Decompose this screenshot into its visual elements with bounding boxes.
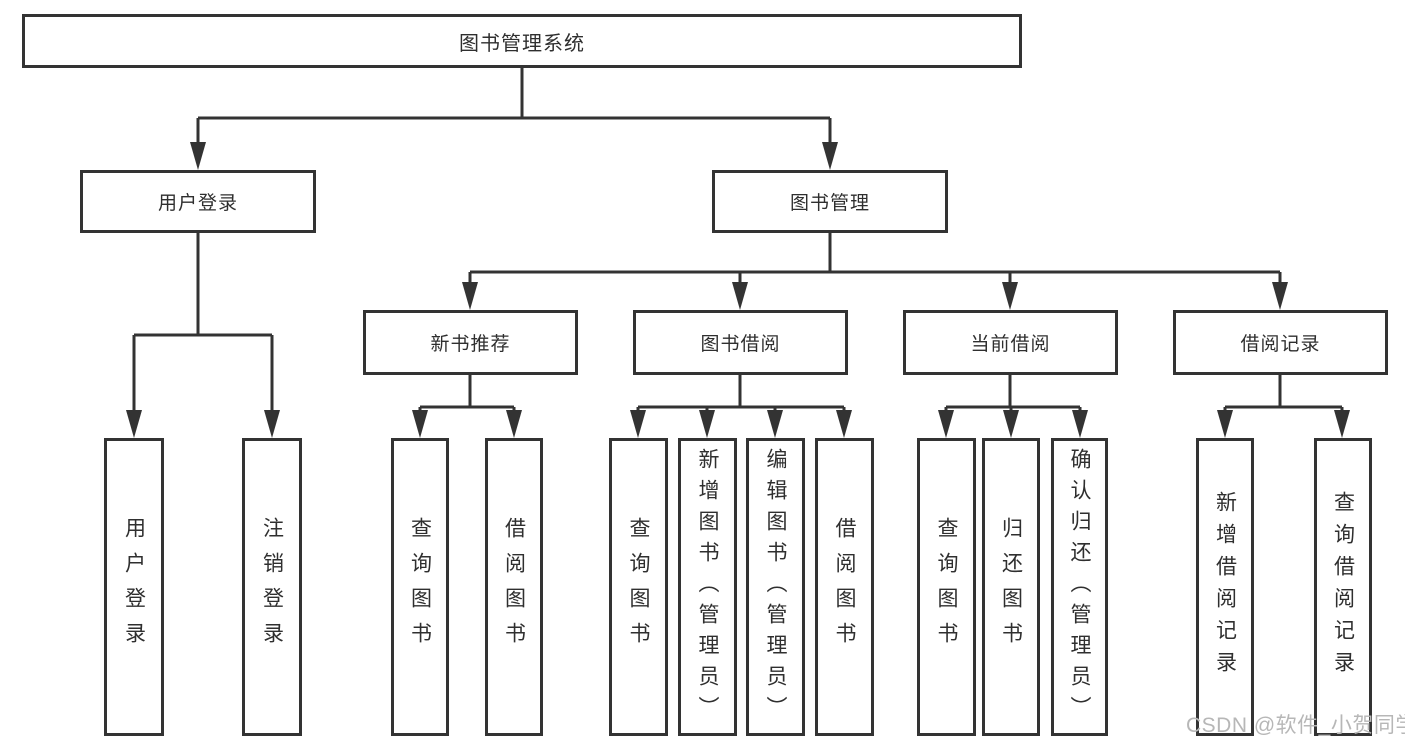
node-current-borrowing: 当前借阅 [903,310,1118,375]
leaf-query-books-recommend: 查询图书 [391,438,449,736]
leaf-query-borrow-record-label: 查询借阅记录 [1331,491,1355,683]
leaf-logout: 注销登录 [242,438,302,736]
node-new-book-recommendation-label: 新书推荐 [430,334,511,355]
leaf-add-book-admin: 新增图书（管理员） [678,438,737,736]
node-user-login: 用户登录 [80,170,316,233]
node-library-system: 图书管理系统 [22,14,1022,68]
leaf-add-borrow-record: 新增借阅记录 [1196,438,1254,736]
leaf-logout-label: 注销登录 [260,517,284,657]
leaf-query-books-borrowing-label: 查询图书 [627,517,650,657]
node-borrowing-records: 借阅记录 [1173,310,1388,375]
leaf-edit-book-admin: 编辑图书（管理员） [746,438,805,736]
leaf-return-books: 归还图书 [982,438,1040,736]
leaf-borrow-books-borrowing-label: 借阅图书 [833,517,856,657]
node-new-book-recommendation: 新书推荐 [363,310,578,375]
leaf-confirm-return-admin-label: 确认归还（管理员） [1068,447,1091,727]
leaf-return-books-label: 归还图书 [999,517,1023,657]
node-user-login-label: 用户登录 [157,193,238,214]
leaf-query-books-current-label: 查询图书 [935,517,958,657]
leaf-borrow-books-recommend: 借阅图书 [485,438,543,736]
node-current-borrowing-label: 当前借阅 [970,334,1051,355]
node-library-system-label: 图书管理系统 [459,32,585,55]
leaf-query-books-current: 查询图书 [917,438,976,736]
csdn-watermark: CSDN @软件_小贺同学 [1186,714,1405,737]
leaf-query-borrow-record: 查询借阅记录 [1314,438,1372,736]
leaf-query-books-borrowing: 查询图书 [609,438,668,736]
leaf-user-login: 用户登录 [104,438,164,736]
arrowheads [126,142,1350,438]
leaf-add-book-admin-label: 新增图书（管理员） [696,447,719,727]
leaf-query-books-recommend-label: 查询图书 [408,517,432,657]
leaf-borrow-books-borrowing: 借阅图书 [815,438,874,736]
leaf-user-login-label: 用户登录 [122,517,146,657]
leaf-confirm-return-admin: 确认归还（管理员） [1051,438,1108,736]
node-book-borrowing-label: 图书借阅 [700,334,781,355]
node-borrowing-records-label: 借阅记录 [1240,334,1321,355]
leaf-edit-book-admin-label: 编辑图书（管理员） [764,447,787,727]
node-book-management: 图书管理 [712,170,948,233]
leaf-add-borrow-record-label: 新增借阅记录 [1213,491,1237,683]
leaf-borrow-books-recommend-label: 借阅图书 [502,517,526,657]
node-book-borrowing: 图书借阅 [633,310,848,375]
node-book-management-label: 图书管理 [789,193,870,214]
